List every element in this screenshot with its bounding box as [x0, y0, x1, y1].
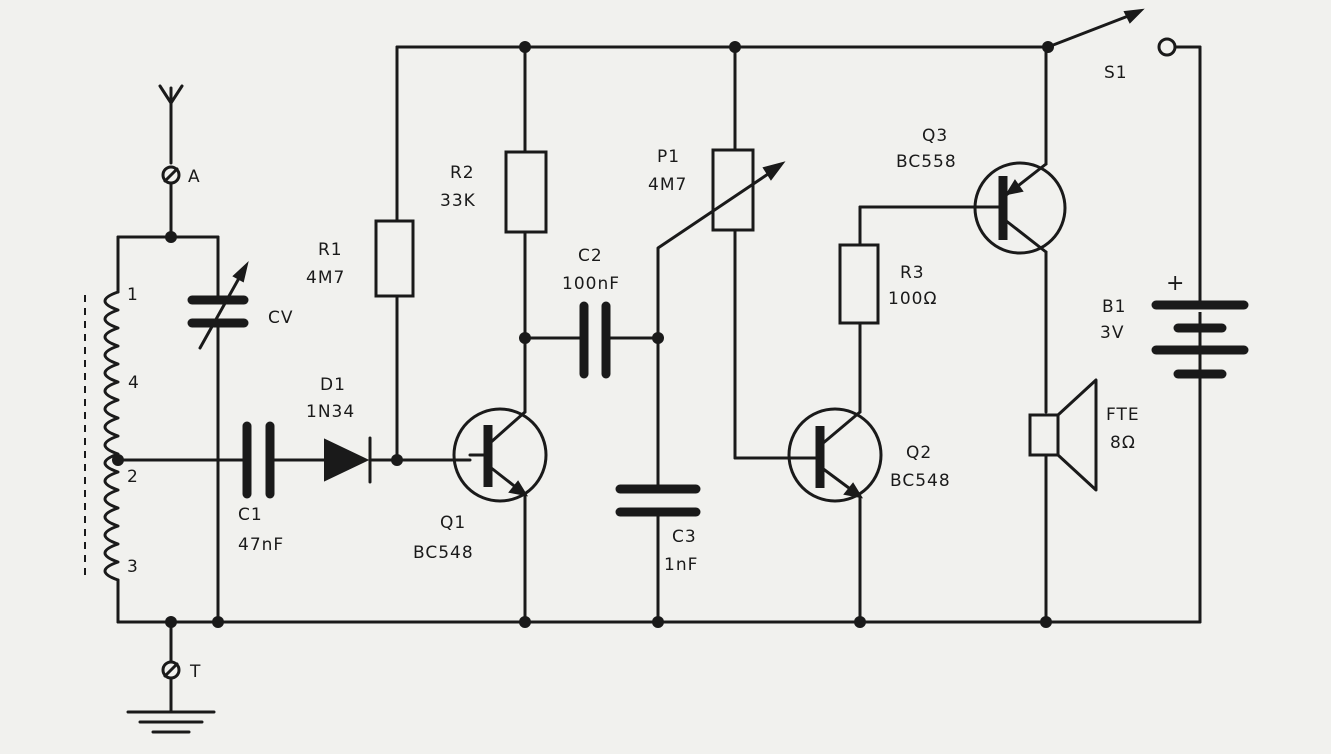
r1-value: 4M7 [306, 268, 345, 288]
p1-value: 4M7 [648, 175, 687, 195]
q2-value: BC548 [890, 471, 951, 491]
c2-name: C2 [578, 246, 603, 266]
r3-resistor-icon [838, 243, 880, 325]
p1-adjust-arrow-icon [656, 161, 786, 340]
switch-icon [1046, 8, 1202, 624]
r1-resistor-icon [374, 219, 415, 298]
ground-icon [126, 710, 216, 734]
q3-transistor-icon [973, 45, 1067, 414]
fte-value: 8Ω [1110, 433, 1136, 453]
r1-name: R1 [318, 240, 343, 260]
q1-transistor-icon [452, 407, 548, 624]
r3-value: 100Ω [888, 289, 937, 309]
c1-name: C1 [238, 505, 263, 525]
q3-value: BC558 [896, 152, 957, 172]
p1-name: P1 [657, 147, 680, 167]
ground-terminal [161, 620, 181, 714]
q1-name: Q1 [440, 513, 466, 533]
c3-value: 1nF [664, 555, 698, 575]
r2-value: 33K [440, 191, 476, 211]
b1-name: B1 [1102, 297, 1126, 317]
q2-transistor-icon [787, 407, 883, 624]
s1-name: S1 [1104, 63, 1128, 83]
d1-value: 1N34 [306, 402, 355, 422]
coil-tap-1-label: 1 [127, 285, 139, 305]
r2-resistor-icon [504, 150, 548, 234]
coil-tap-4-label: 4 [128, 373, 140, 393]
diode-icon [324, 436, 372, 484]
fte-name: FTE [1106, 405, 1140, 425]
c2-capacitor-icon [579, 301, 611, 379]
antenna-terminal [161, 165, 181, 239]
speaker-icon [1028, 378, 1098, 624]
coil-tap-3-label: 3 [127, 557, 139, 577]
c3-name: C3 [672, 527, 697, 547]
r2-name: R2 [450, 163, 475, 183]
b1-value: 3V [1100, 323, 1124, 343]
c3-capacitor-icon [615, 484, 701, 517]
ground-terminal-label: T [189, 662, 201, 682]
coil-icon [84, 235, 120, 624]
c2-value: 100nF [562, 274, 620, 294]
antenna-terminal-label: A [188, 167, 201, 187]
q3-name: Q3 [922, 126, 948, 146]
battery-icon [1151, 300, 1249, 379]
c1-value: 47nF [238, 535, 284, 555]
p1-potentiometer-icon [711, 148, 755, 232]
r3-name: R3 [900, 263, 925, 283]
cv-label: CV [268, 308, 294, 328]
coil-tap-2-label: 2 [127, 467, 139, 487]
b1-polarity: + [1166, 271, 1185, 296]
d1-name: D1 [320, 375, 346, 395]
variable-capacitor-icon [187, 235, 249, 624]
antenna-icon [158, 84, 184, 165]
q2-name: Q2 [906, 443, 932, 463]
q1-value: BC548 [413, 543, 474, 563]
c1-capacitor-icon [242, 421, 275, 499]
